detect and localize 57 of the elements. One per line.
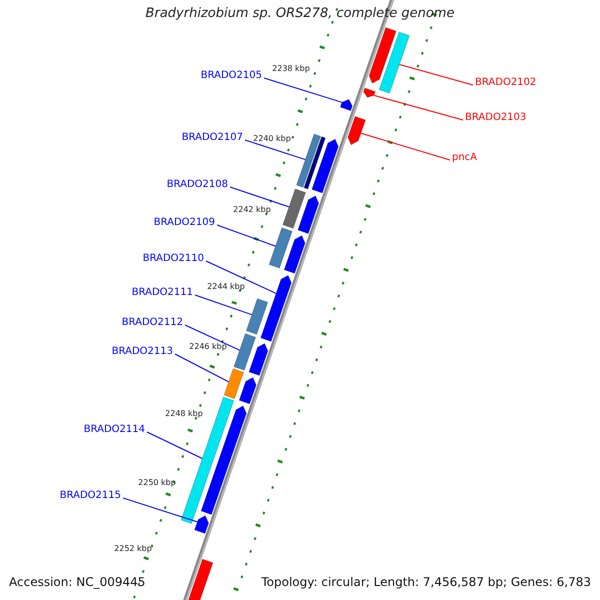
gene-feature xyxy=(368,27,396,84)
leader-line xyxy=(184,324,240,351)
gene-label: BRADO2103 xyxy=(465,113,526,123)
scale-label: 2252 kbp xyxy=(114,545,152,553)
leader-line xyxy=(230,186,290,208)
leader-line xyxy=(194,294,252,316)
gene-feature xyxy=(348,116,366,146)
leader-line xyxy=(264,78,342,103)
gene-label: BRADO2111 xyxy=(132,288,193,298)
gene-feature xyxy=(268,274,292,318)
gene-feature xyxy=(224,368,244,400)
gene-feature xyxy=(268,227,293,268)
gene-feature xyxy=(363,88,376,98)
gene-feature xyxy=(260,308,280,342)
footer-text: Topology: circular; Length: 7,456,587 bp; Genes: 6,783 xyxy=(261,576,591,588)
gene-label: BRADO2113 xyxy=(112,347,173,357)
gene-feature xyxy=(282,188,306,229)
scale-label: 2240 kbp xyxy=(253,135,291,143)
gene-label: BRADO2110 xyxy=(142,254,204,264)
gene-feature xyxy=(284,235,306,274)
gene-feature xyxy=(234,333,256,371)
gene-label: BRADO2107 xyxy=(182,133,243,143)
gene-label: BRADO2109 xyxy=(154,218,215,228)
gene-feature xyxy=(246,298,268,335)
gene-label: BRADO2112 xyxy=(122,318,183,328)
leader-line xyxy=(360,132,450,160)
leader-line xyxy=(146,432,203,459)
scale-label: 2246 kbp xyxy=(189,343,227,351)
gene-feature xyxy=(194,515,209,534)
scale-label: 2242 kbp xyxy=(233,206,271,214)
footer-text: Accession: NC_009445 xyxy=(9,576,146,588)
leader-line xyxy=(244,140,306,160)
scale-label: 2238 kbp xyxy=(272,65,310,73)
gene-feature xyxy=(200,405,247,515)
leader-line xyxy=(174,354,230,382)
leader-line xyxy=(398,64,474,86)
gene-feature xyxy=(298,195,320,234)
scale-label: 2244 kbp xyxy=(207,283,245,291)
gene-feature xyxy=(312,138,339,194)
gene-feature xyxy=(296,134,322,188)
gene-feature xyxy=(304,136,326,190)
gene-label: pncA xyxy=(452,153,478,163)
scale-label: 2248 kbp xyxy=(165,410,203,418)
diagram-title: Bradyrhizobium sp. ORS278, complete genome xyxy=(146,6,454,20)
gene-feature xyxy=(378,32,410,94)
gene-label: BRADO2102 xyxy=(475,78,536,88)
gene-label: BRADO2108 xyxy=(166,180,228,190)
gene-feature xyxy=(340,99,353,112)
gene-feature xyxy=(238,377,257,404)
gene-label: BRADO2115 xyxy=(60,491,121,501)
leader-line xyxy=(216,224,276,247)
gene-label: BRADO2105 xyxy=(200,71,262,81)
leader-line xyxy=(206,260,277,294)
gene-label: BRADO2114 xyxy=(84,425,145,435)
gene-feature xyxy=(248,343,268,376)
leader-line xyxy=(122,498,198,522)
leader-line xyxy=(373,94,464,120)
